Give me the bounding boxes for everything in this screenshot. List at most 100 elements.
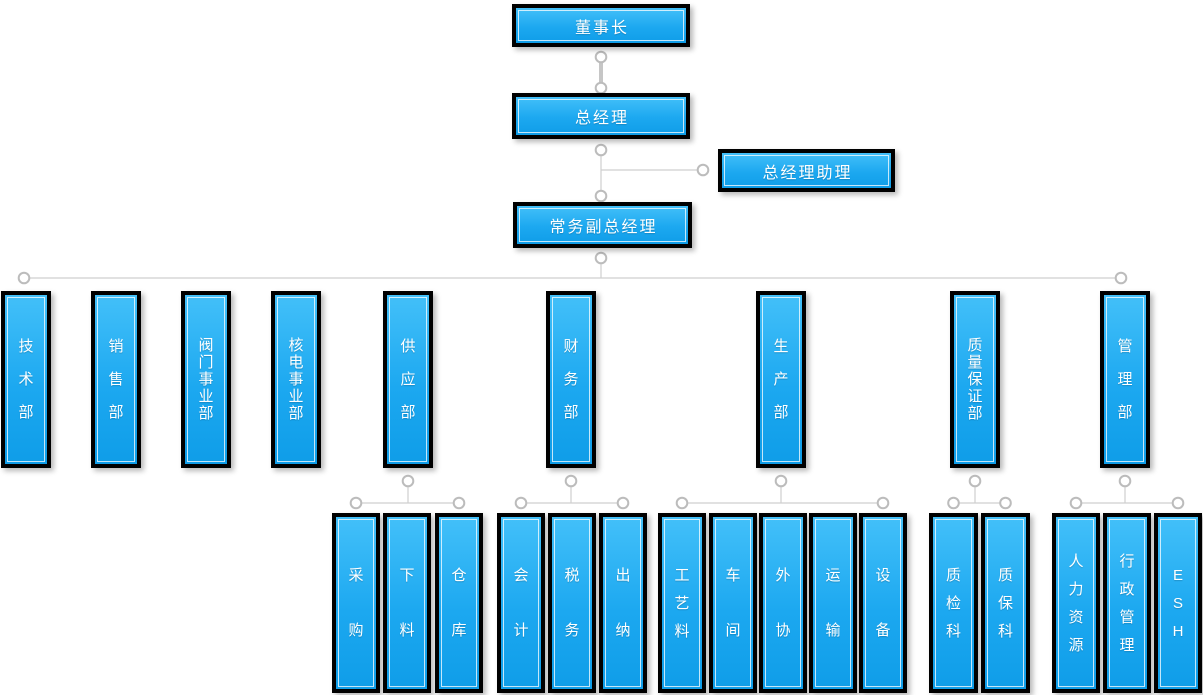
label-char: 人 <box>1068 552 1084 570</box>
connector-dot <box>514 496 528 510</box>
dept-node-5[interactable]: 财务部 <box>546 291 596 468</box>
connector-dot <box>774 474 788 488</box>
node-label: 运输 <box>813 517 853 689</box>
label-char: 工 <box>674 566 690 584</box>
label-char: 质 <box>967 337 983 354</box>
sub-node-7-1[interactable]: 质保科 <box>981 513 1030 693</box>
dept-node-4[interactable]: 供应部 <box>383 291 433 468</box>
label-char: 阀 <box>198 337 214 354</box>
label-char: 设 <box>875 567 891 584</box>
label-char: 质 <box>945 566 961 584</box>
label-char: 运 <box>825 567 841 584</box>
label-char: 车 <box>725 567 741 584</box>
label-char: 备 <box>875 622 891 639</box>
dept-node-8[interactable]: 管理部 <box>1100 291 1150 468</box>
connector-dot <box>594 143 608 157</box>
connector-dot <box>452 496 466 510</box>
label-char: E <box>1172 566 1183 584</box>
label-char: 事 <box>288 371 304 388</box>
label-char: 务 <box>564 622 580 639</box>
label-char: 理 <box>1119 636 1135 654</box>
sub-node-4-1[interactable]: 下料 <box>383 513 431 693</box>
label-char: 产 <box>773 371 789 388</box>
label-char: 应 <box>400 371 416 388</box>
label-char: 采 <box>348 567 364 584</box>
connector-dot <box>675 496 689 510</box>
org-node-executive-deputy-gm[interactable]: 常务副总经理 <box>513 202 692 248</box>
node-label: 技术部 <box>5 295 47 464</box>
connector-dot <box>1114 271 1128 285</box>
connector-dot <box>999 496 1012 510</box>
dept-node-2[interactable]: 阀门事业部 <box>181 291 231 468</box>
sub-node-5-0[interactable]: 会计 <box>497 513 545 693</box>
org-node-general-manager[interactable]: 总经理 <box>512 93 690 139</box>
connector-dot <box>876 496 890 510</box>
label-char: 部 <box>198 405 214 422</box>
node-label: 税务 <box>552 517 592 689</box>
label-char: 业 <box>198 388 214 405</box>
node-label: 常务副总经理 <box>549 219 658 236</box>
sub-node-6-0[interactable]: 工艺料 <box>658 513 706 693</box>
label-char: 科 <box>997 622 1013 640</box>
node-label: 出纳 <box>603 517 643 689</box>
label-char: 下 <box>399 567 415 584</box>
label-char: 部 <box>773 404 789 421</box>
label-char: 纳 <box>615 622 631 639</box>
sub-node-7-0[interactable]: 质检科 <box>929 513 978 693</box>
label-char: H <box>1172 622 1184 640</box>
node-label: 车间 <box>713 517 753 689</box>
org-node-gm-assistant[interactable]: 总经理助理 <box>718 149 895 192</box>
node-label: 财务部 <box>550 295 592 464</box>
node-label: 总经理 <box>574 110 629 127</box>
sub-node-4-0[interactable]: 采购 <box>332 513 380 693</box>
sub-node-6-4[interactable]: 设备 <box>859 513 907 693</box>
sub-node-4-2[interactable]: 仓库 <box>435 513 483 693</box>
label-char: 料 <box>399 622 415 639</box>
connector-dot <box>1171 496 1185 510</box>
org-node-chairman[interactable]: 董事长 <box>512 4 690 47</box>
label-char: 输 <box>825 622 841 639</box>
label-char: 仓 <box>451 567 467 584</box>
label-char: 检 <box>945 594 961 612</box>
label-char: 政 <box>1119 580 1135 598</box>
connector-dot <box>1118 474 1132 488</box>
sub-node-8-1[interactable]: 行政管理 <box>1103 513 1151 693</box>
label-char: 务 <box>563 371 579 388</box>
label-char: 管 <box>1119 608 1135 626</box>
sub-node-8-0[interactable]: 人力资源 <box>1052 513 1100 693</box>
node-label: 总经理助理 <box>762 164 853 182</box>
label-char: 核 <box>288 337 304 354</box>
dept-node-7[interactable]: 质量保证部 <box>950 291 1000 468</box>
sub-node-6-2[interactable]: 外协 <box>759 513 807 693</box>
dept-node-6[interactable]: 生产部 <box>756 291 806 468</box>
label-char: 术 <box>18 371 34 388</box>
sub-node-6-1[interactable]: 车间 <box>709 513 757 693</box>
dept-node-1[interactable]: 销售部 <box>91 291 141 468</box>
label-char: 理 <box>1117 371 1133 388</box>
connector-dot <box>594 50 608 64</box>
label-char: 电 <box>288 354 304 371</box>
label-char: 源 <box>1068 636 1084 654</box>
dept-node-3[interactable]: 核电事业部 <box>271 291 321 468</box>
sub-node-6-3[interactable]: 运输 <box>809 513 857 693</box>
label-char: 量 <box>967 354 983 371</box>
dept-node-0[interactable]: 技术部 <box>1 291 51 468</box>
node-label: 生产部 <box>760 295 802 464</box>
label-char: 艺 <box>674 594 690 612</box>
label-char: 购 <box>348 622 364 639</box>
node-label: 采购 <box>336 517 376 689</box>
label-char: 会 <box>513 567 529 584</box>
sub-node-5-2[interactable]: 出纳 <box>599 513 647 693</box>
label-char: 库 <box>451 622 467 639</box>
connector-dot <box>594 189 608 203</box>
label-char: 门 <box>198 354 214 371</box>
label-char: 保 <box>967 371 983 388</box>
connector-dot <box>349 496 363 510</box>
label-char: 部 <box>400 404 416 421</box>
sub-node-5-1[interactable]: 税务 <box>548 513 596 693</box>
node-label: 销售部 <box>95 295 137 464</box>
label-char: 行 <box>1119 552 1135 570</box>
label-char: 供 <box>400 338 416 355</box>
